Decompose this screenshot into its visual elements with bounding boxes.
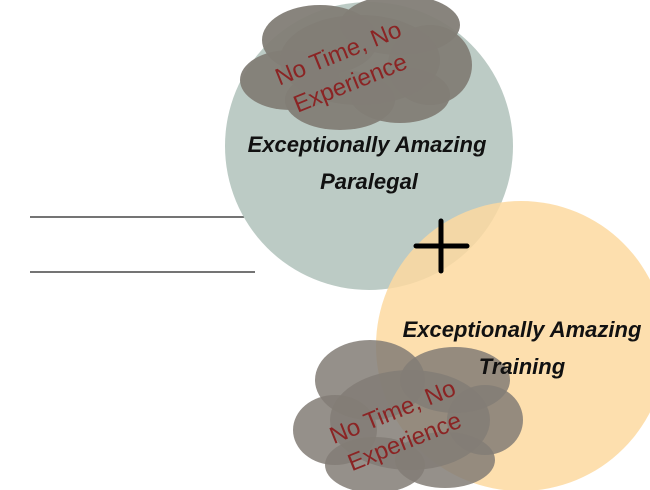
plus-icon [413, 218, 470, 274]
training-label-line1: Exceptionally Amazing [403, 317, 642, 342]
paralegal-label-line2: Paralegal [320, 169, 419, 194]
cloud-top [240, 0, 472, 130]
paralegal-label-line1: Exceptionally Amazing [248, 132, 487, 157]
cloud-bottom [293, 340, 523, 490]
training-label-line2: Training [479, 354, 566, 379]
